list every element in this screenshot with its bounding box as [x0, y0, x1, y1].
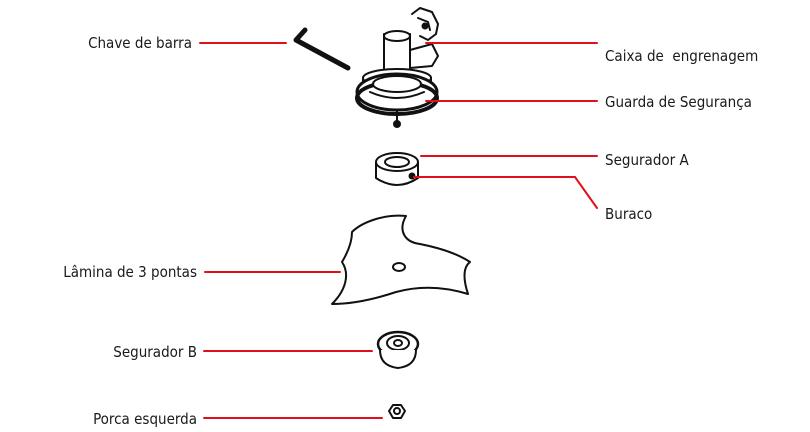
label-buraco: Buraco — [605, 205, 653, 223]
label-guarda-de-seguranca: Guarda de Segurança — [605, 93, 752, 111]
leader-buraco — [413, 176, 598, 209]
label-porca-esquerda: Porca esquerda — [93, 410, 197, 428]
holder-a — [375, 152, 419, 186]
label-segurador-b: Segurador B — [113, 343, 197, 361]
label-lamina-3-pontas: Lâmina de 3 pontas — [63, 263, 197, 281]
label-chave-de-barra: Chave de barra — [88, 34, 192, 52]
label-segurador-a: Segurador A — [605, 151, 689, 169]
left-nut — [388, 404, 406, 419]
hex-key — [293, 27, 351, 71]
gear-box — [362, 7, 439, 89]
holder-b — [376, 330, 420, 369]
safety-guard — [355, 72, 439, 128]
label-caixa-de-engrenagem: Caixa de engrenagem — [605, 47, 759, 65]
three-point-blade — [331, 214, 471, 305]
